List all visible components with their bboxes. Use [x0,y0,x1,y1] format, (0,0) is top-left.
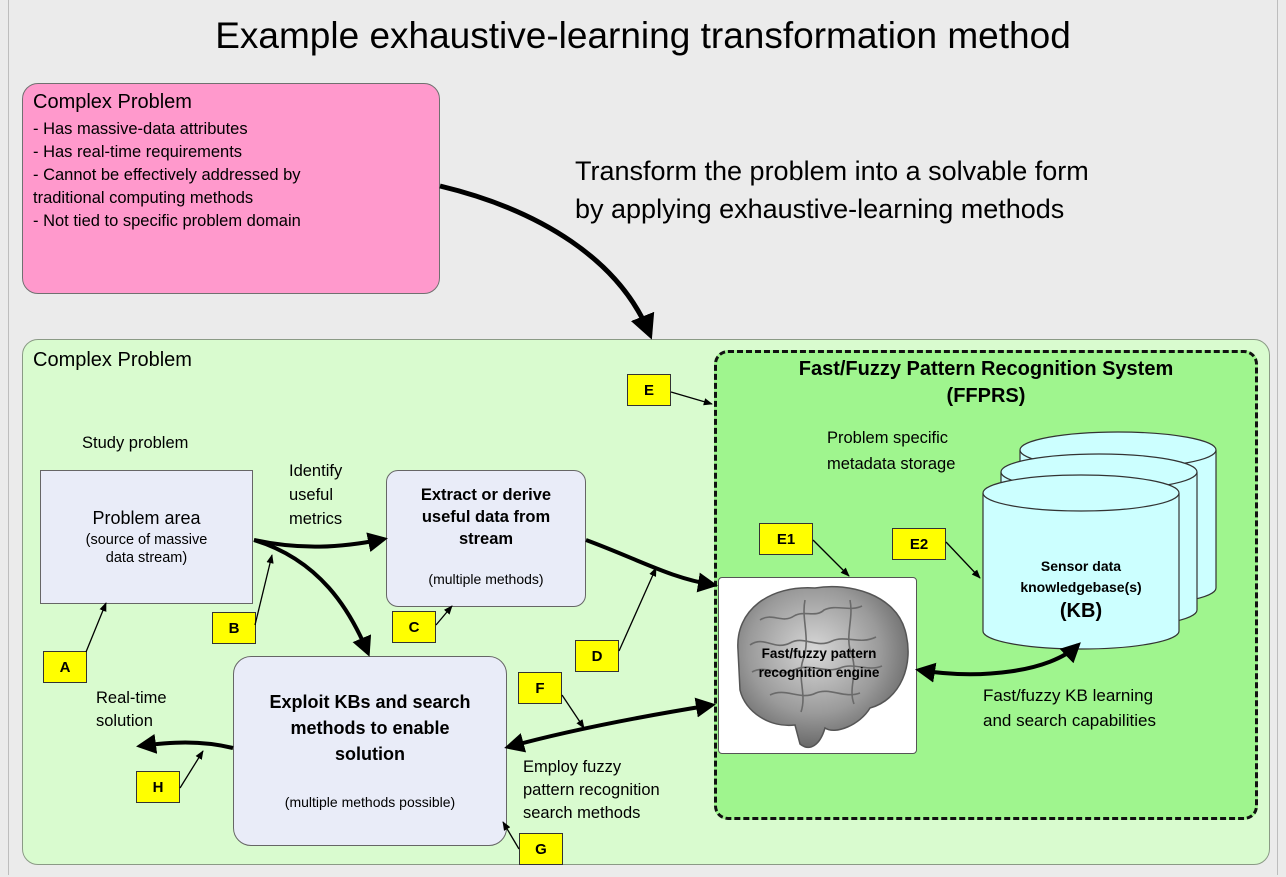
ffprs-title: Fast/Fuzzy Pattern Recognition System (F… [720,356,1252,410]
solution-area-heading: Complex Problem [33,349,192,371]
flow-arrow [585,538,718,593]
ffprs-title-line: Fast/Fuzzy Pattern Recognition System [798,358,1174,380]
tag-c: C [392,611,436,643]
exploit-kbs-title: Exploit KBs and search methods to enable… [233,689,507,767]
problem-attribute-line: - Has massive-data attributes [33,120,248,138]
database-cylinder-icon [982,431,1217,650]
problem-area-text: Problem area (source of massive data str… [40,505,253,567]
study-problem-label: Study problem [82,434,189,452]
engine-label-line: Fast/fuzzy pattern [761,646,877,661]
employ-fuzzy-line: Employ fuzzy [523,758,622,776]
tag-b: B [212,612,256,644]
ffprs-title-line: (FFPRS) [946,385,1026,407]
slide-frame [8,0,1278,875]
tag-d: D [575,640,619,672]
realtime-solution-line: solution [96,712,153,730]
extract-data-title-line: Extract or derive [420,486,552,504]
extract-data-title-line: stream [458,530,514,548]
transform-arrow [439,183,655,340]
flow-arrow [136,733,234,754]
identify-metrics-line: Identify [289,462,343,480]
realtime-solution-label: Real-time solution [96,687,167,733]
page-title: Example exhaustive-learning transformati… [215,15,1071,56]
identify-metrics-line: metrics [289,510,343,528]
flow-arrow [253,538,372,657]
kb-learning-label: Fast/fuzzy KB learning and search capabi… [983,683,1156,733]
problem-area-subtitle: (source of massive [85,532,208,548]
kb-learning-line: and search capabilities [983,711,1156,730]
employ-fuzzy-line: search methods [523,804,641,822]
flow-arrow [915,642,1081,683]
tag-pointer [561,694,585,729]
tag-e2: E2 [892,528,946,560]
problem-attribute-line: - Has real-time requirements [33,143,243,161]
exploit-kbs-title-line: Exploit KBs and search [269,692,471,712]
kb-label-line: (KB) [1059,600,1103,622]
problem-area-subtitle: data stream) [105,550,188,566]
tag-pointer [254,554,274,626]
metadata-storage-line: metadata storage [827,455,956,473]
tag-pointer [945,541,981,579]
transform-caption-line: by applying exhaustive-learning methods [575,194,1065,224]
employ-fuzzy-label: Employ fuzzy pattern recognition search … [523,756,660,825]
kb-label-line: knowledgebase(s) [1020,579,1142,595]
problem-area-box [40,470,253,604]
problem-attribute-line: traditional computing methods [33,189,254,207]
extract-data-title-line: useful data from [421,508,551,526]
kb-label-line: Sensor data [1040,558,1122,574]
exploit-kbs-title-line: methods to enable [290,718,450,738]
problem-area-title: Problem area [92,508,201,528]
engine-label-line: recognition engine [758,665,880,680]
exploit-kbs-title-line: solution [335,744,405,764]
metadata-storage-line: Problem specific [827,429,949,447]
identify-metrics-line: useful [289,486,334,504]
transform-caption-line: Transform the problem into a solvable fo… [575,156,1089,186]
complex-problem-box [22,83,440,294]
employ-fuzzy-line: pattern recognition [523,781,660,799]
tag-e1: E1 [759,523,813,555]
identify-metrics-label: Identify useful metrics [289,459,342,531]
kb-label: Sensor data knowledgebase(s) (KB) [995,556,1167,624]
tag-pointer [812,539,850,577]
tag-pointer [85,602,107,653]
tag-g: G [519,833,563,865]
transform-caption: Transform the problem into a solvable fo… [575,152,1255,228]
exploit-kbs-box [233,656,507,846]
flow-arrow [253,532,388,553]
extract-data-title: Extract or derive useful data from strea… [386,484,586,550]
metadata-storage-label: Problem specific metadata storage [827,425,955,477]
exploit-kbs-subtitle: (multiple methods possible) [284,794,456,810]
flow-arrow [504,697,716,753]
tag-h: H [136,771,180,803]
tag-pointer [618,567,657,652]
problem-attribute-line: - Not tied to specific problem domain [33,212,301,230]
kb-learning-line: Fast/fuzzy KB learning [983,686,1154,705]
extract-data-subtitle: (multiple methods) [428,571,544,587]
tag-pointer [502,821,520,850]
tag-e: E [627,374,671,406]
tag-pointer [179,750,204,789]
tag-pointer [435,605,453,626]
realtime-solution-line: Real-time [96,689,167,707]
tag-pointer [670,391,713,406]
tag-a: A [43,651,87,683]
complex-problem-heading: Complex Problem [33,91,192,113]
problem-attribute-line: - Cannot be effectively addressed by [33,166,301,184]
engine-label: Fast/fuzzy pattern recognition engine [724,644,914,682]
